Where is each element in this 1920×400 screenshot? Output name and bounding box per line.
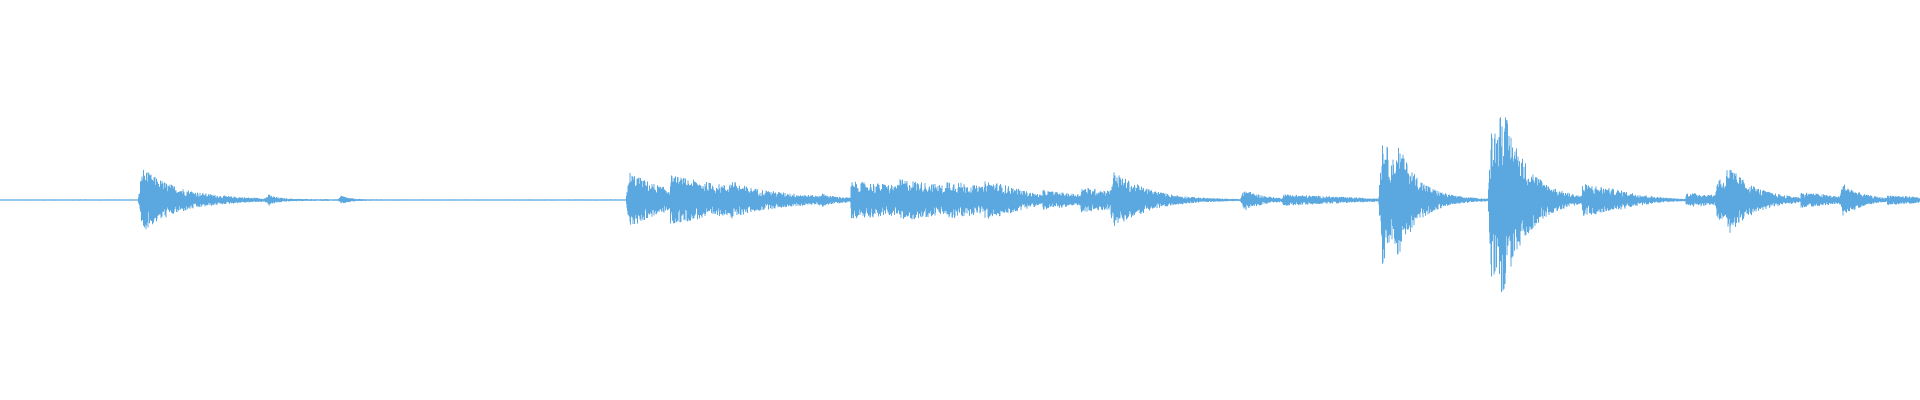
waveform-trace [0, 117, 1920, 293]
